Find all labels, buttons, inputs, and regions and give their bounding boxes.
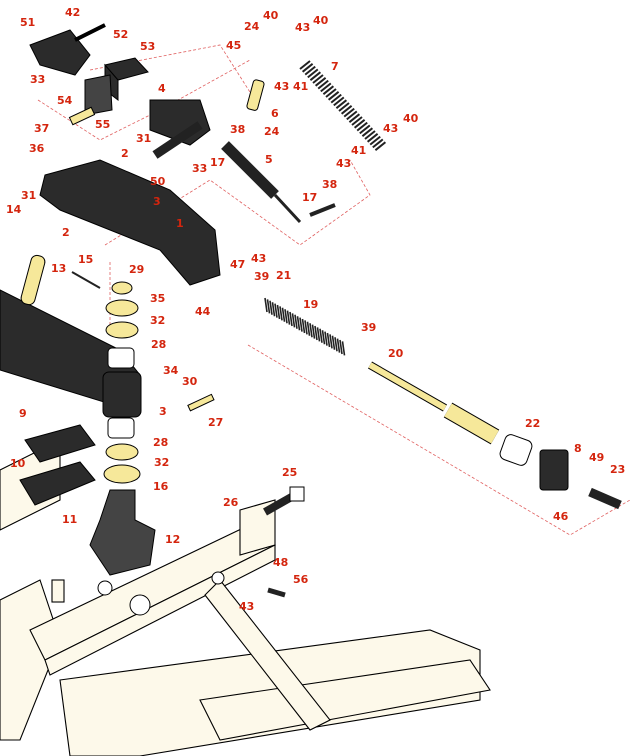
callout-1: 1 <box>176 217 184 230</box>
callout-28: 28 <box>153 436 168 449</box>
callout-34: 34 <box>163 364 179 377</box>
callout-51: 51 <box>20 16 35 29</box>
callout-43: 43 <box>295 21 310 34</box>
callout-38: 38 <box>230 123 245 136</box>
callout-44: 44 <box>195 305 211 318</box>
callout-27: 27 <box>208 416 223 429</box>
callout-15: 15 <box>78 253 93 266</box>
callout-7: 7 <box>331 60 339 73</box>
callout-23: 23 <box>610 463 625 476</box>
callout-33: 33 <box>30 73 45 86</box>
callout-49: 49 <box>589 451 604 464</box>
callout-28: 28 <box>151 338 166 351</box>
callout-42: 42 <box>65 6 80 19</box>
callout-46: 46 <box>553 510 569 523</box>
callout-32: 32 <box>154 456 169 469</box>
callout-17: 17 <box>302 191 317 204</box>
callout-45: 45 <box>226 39 241 52</box>
callout-29: 29 <box>129 263 144 276</box>
callout-43: 43 <box>251 252 266 265</box>
callout-13: 13 <box>51 262 66 275</box>
callout-26: 26 <box>223 496 239 509</box>
callout-4: 4 <box>158 82 166 95</box>
callout-38: 38 <box>322 178 337 191</box>
callout-37: 37 <box>34 122 49 135</box>
callout-52: 52 <box>113 28 128 41</box>
callout-22: 22 <box>525 417 540 430</box>
callout-10: 10 <box>10 457 26 470</box>
callout-14: 14 <box>6 203 22 216</box>
callout-6: 6 <box>271 107 279 120</box>
callout-53: 53 <box>140 40 155 53</box>
callout-43: 43 <box>336 157 351 170</box>
callout-24: 24 <box>264 125 280 138</box>
callout-48: 48 <box>273 556 288 569</box>
callout-55: 55 <box>95 118 110 131</box>
callout-30: 30 <box>182 375 198 388</box>
callout-40: 40 <box>403 112 419 125</box>
callout-33: 33 <box>192 162 207 175</box>
callout-2: 2 <box>62 226 70 239</box>
callout-16: 16 <box>153 480 169 493</box>
callout-24: 24 <box>244 20 260 33</box>
callout-2: 2 <box>121 147 129 160</box>
frame <box>0 439 491 756</box>
callout-8: 8 <box>574 442 582 455</box>
parts: /* placeholder */ <box>0 23 622 598</box>
callout-31: 31 <box>136 132 151 145</box>
callout-43: 43 <box>383 122 398 135</box>
callout-3: 3 <box>159 405 167 418</box>
callout-17: 17 <box>210 156 225 169</box>
callout-56: 56 <box>293 573 309 586</box>
callout-50: 50 <box>150 175 166 188</box>
callout-19: 19 <box>303 298 318 311</box>
callout-31: 31 <box>21 189 36 202</box>
callout-11: 11 <box>62 513 77 526</box>
callout-40: 40 <box>263 9 279 22</box>
callout-47: 47 <box>230 258 245 271</box>
callout-41: 41 <box>293 80 308 93</box>
callout-5: 5 <box>265 153 273 166</box>
callout-25: 25 <box>282 466 297 479</box>
callout-9: 9 <box>19 407 27 420</box>
callout-21: 21 <box>276 269 291 282</box>
callout-39: 39 <box>361 321 376 334</box>
callout-54: 54 <box>57 94 73 107</box>
callout-39: 39 <box>254 270 269 283</box>
callout-12: 12 <box>165 533 180 546</box>
callout-3: 3 <box>153 195 161 208</box>
callout-35: 35 <box>150 292 165 305</box>
callout-41: 41 <box>351 144 366 157</box>
callout-36: 36 <box>29 142 45 155</box>
callout-43: 43 <box>239 600 254 613</box>
callout-20: 20 <box>388 347 404 360</box>
callout-43: 43 <box>274 80 289 93</box>
callout-32: 32 <box>150 314 165 327</box>
callout-40: 40 <box>313 14 329 27</box>
